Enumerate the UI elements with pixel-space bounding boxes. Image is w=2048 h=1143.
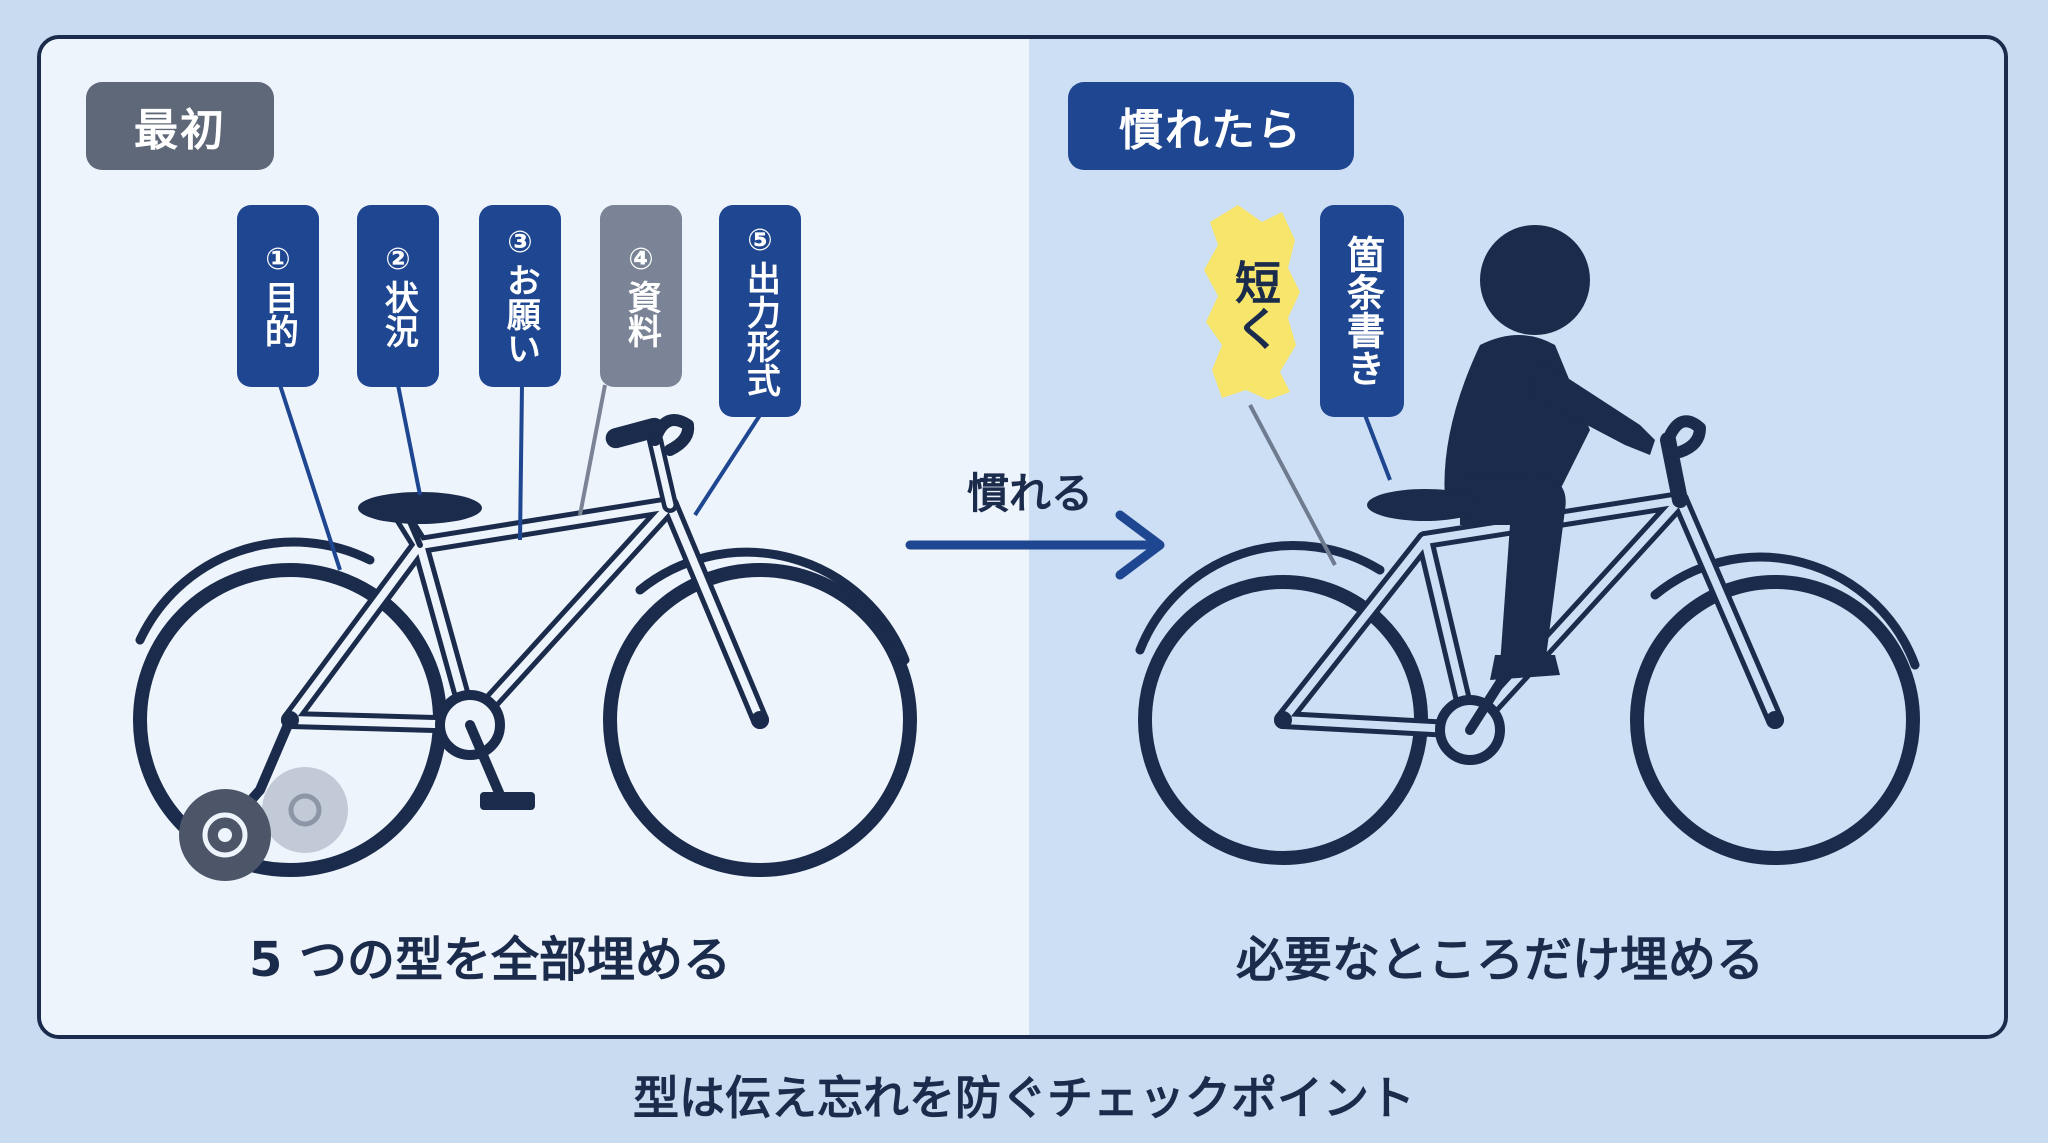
footer-title: 型は伝え忘れを防ぐチェックポイント	[633, 1071, 1415, 1125]
tag-output-format: ⑤ 出力形式	[719, 205, 801, 417]
saddle-icon	[358, 492, 482, 524]
tag-label: 出力形式	[740, 261, 781, 398]
tag-request: ③ お願い	[479, 205, 561, 387]
tag-number: ③	[507, 224, 533, 260]
tag-label: 資料	[621, 280, 662, 349]
tag-number: ①	[265, 241, 291, 277]
left-caption: 5 つの型を全部埋める	[248, 932, 732, 988]
training-wheel-icon	[179, 767, 348, 881]
progress-arrow-icon	[905, 510, 1165, 580]
right-badge: 慣れたら	[1068, 82, 1354, 170]
highlighter-splash-icon	[1204, 205, 1300, 400]
tag-bullet-points: 箇条書き	[1320, 205, 1404, 417]
pedal	[480, 792, 535, 810]
tag-label: 目的	[258, 280, 299, 349]
right-caption: 必要なところだけ埋める	[1235, 932, 1764, 988]
tag-label: お願い	[500, 263, 541, 366]
tag-situation: ② 状況	[357, 205, 439, 387]
right-tag-leader-lines	[1248, 404, 1392, 566]
tag-number: ⑤	[747, 222, 773, 258]
tag-label: 箇条書き	[1340, 235, 1385, 387]
tag-materials: ④ 資料	[600, 205, 682, 387]
handlebar-grip	[605, 417, 665, 449]
tag-purpose: ① 目的	[237, 205, 319, 387]
tag-leader-lines	[278, 384, 762, 571]
rider-silhouette-icon	[1444, 225, 1655, 680]
tag-short: 短く	[1228, 259, 1282, 351]
tag-label: 状況	[378, 280, 419, 349]
tag-number: ④	[628, 241, 654, 277]
front-wheel	[603, 563, 917, 877]
bicycle-with-training-wheels-icon	[133, 414, 917, 877]
tag-number: ②	[385, 241, 411, 277]
arrow-label: 慣れる	[966, 469, 1093, 518]
left-badge: 最初	[86, 82, 274, 170]
